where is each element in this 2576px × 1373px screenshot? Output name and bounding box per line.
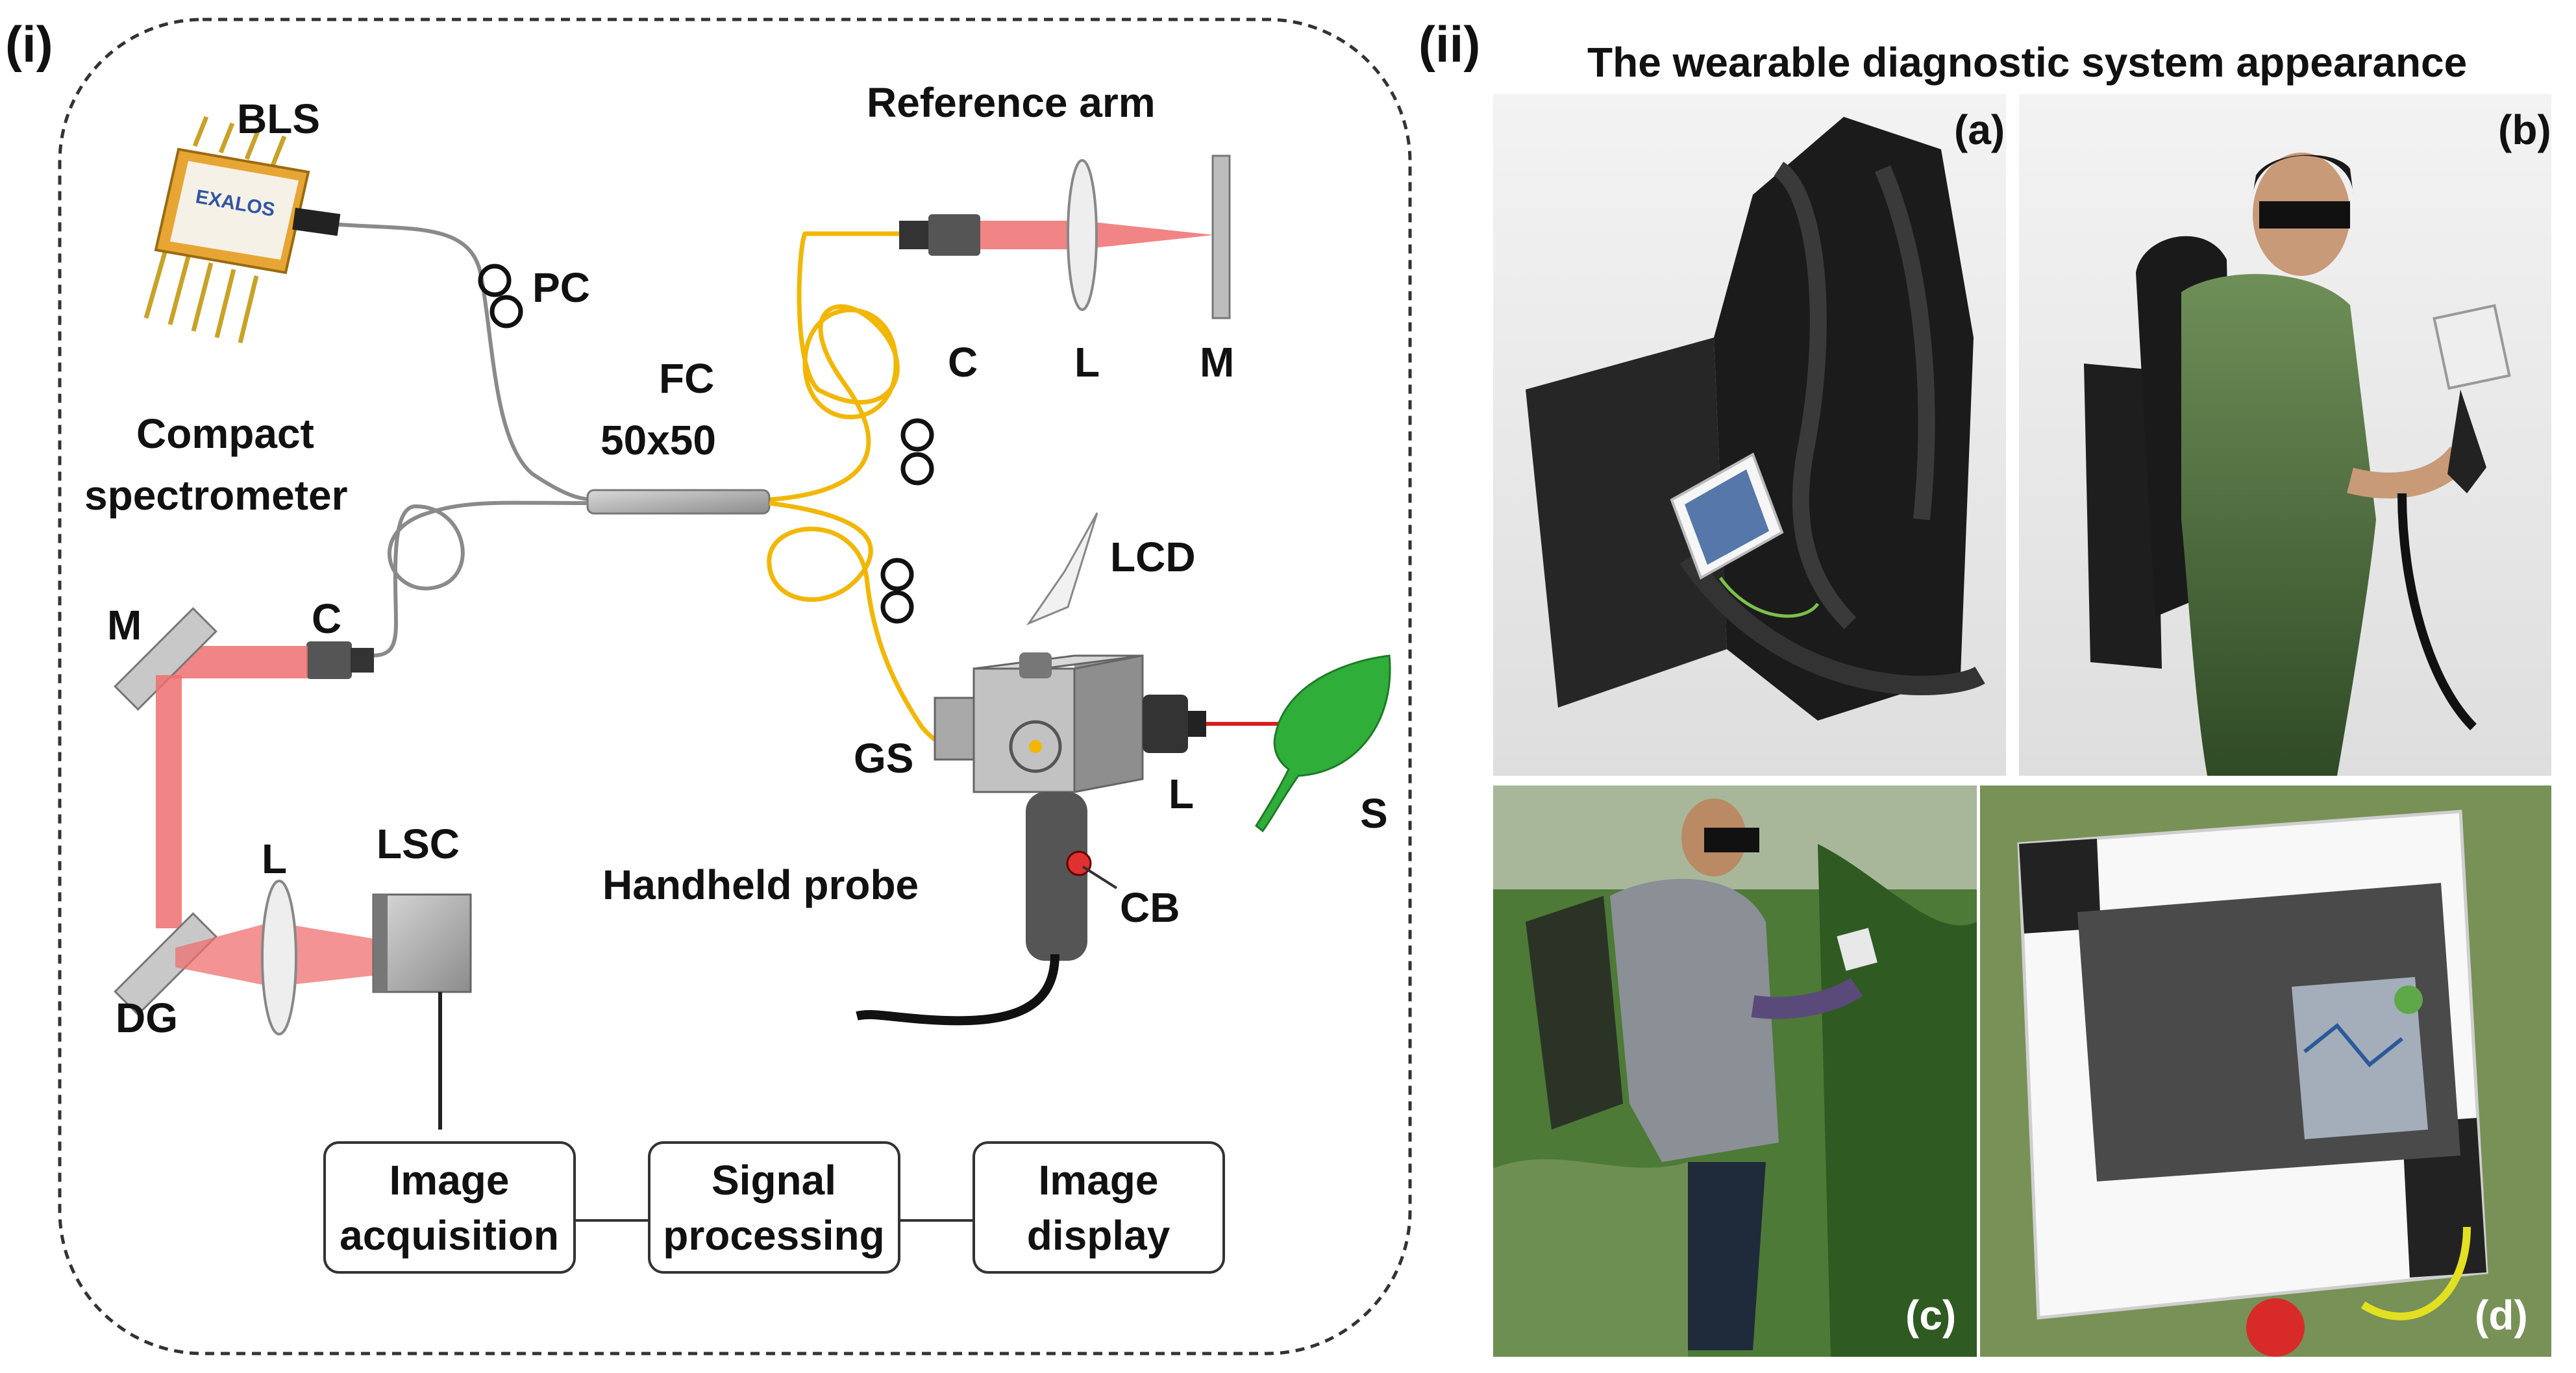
photo-a-label: (a) bbox=[1954, 106, 2005, 153]
compact-label-1: Compact bbox=[136, 410, 314, 457]
panel-i-tag: (i) bbox=[5, 16, 53, 73]
bls-fiber bbox=[304, 219, 604, 502]
ref-lens bbox=[1067, 159, 1098, 311]
sample-pc bbox=[880, 558, 914, 624]
sample-fiber bbox=[767, 501, 1039, 758]
lcd-label: LCD bbox=[1110, 534, 1196, 580]
line-scan-camera bbox=[372, 893, 472, 993]
pipeline-box-1 bbox=[323, 1141, 576, 1274]
bls-chip: EXALOS bbox=[143, 116, 310, 343]
handheld-probe-label: Handheld probe bbox=[602, 861, 919, 908]
handheld-probe bbox=[856, 512, 1206, 1026]
face-redaction-c bbox=[1704, 828, 1759, 852]
spec-collimator bbox=[306, 641, 374, 679]
spec-l-label: L bbox=[262, 835, 287, 882]
photo-d: (d) bbox=[1980, 785, 2551, 1357]
pipeline-1-line1: Image bbox=[390, 1157, 510, 1204]
face-redaction-b bbox=[2259, 201, 2350, 229]
pipeline-1-line2: acquisition bbox=[340, 1212, 559, 1259]
panel-ii: (ii) The wearable diagnostic system appe… bbox=[1418, 16, 2551, 1357]
spec-m-label: M bbox=[107, 602, 142, 649]
sample-leaf bbox=[1255, 654, 1391, 833]
dg-label: DG bbox=[116, 995, 178, 1041]
pipeline-3-line2: display bbox=[1027, 1212, 1170, 1259]
panel-i-frame bbox=[58, 18, 1412, 1355]
pipeline-2-line1: Signal bbox=[712, 1157, 836, 1204]
photo-a: (a) bbox=[1493, 94, 2006, 776]
ref-m-label: M bbox=[1200, 339, 1234, 386]
spec-mirror bbox=[114, 607, 217, 711]
spec-beam-2 bbox=[156, 675, 182, 928]
panel-ii-tag: (ii) bbox=[1418, 16, 1480, 73]
pipeline-box-2 bbox=[648, 1141, 900, 1274]
spectrometer-fiber bbox=[369, 501, 588, 658]
panel-ii-title: The wearable diagnostic system appearanc… bbox=[1587, 39, 2467, 86]
ref-c-label: C bbox=[948, 339, 978, 386]
polarization-controller bbox=[478, 264, 523, 328]
control-button bbox=[1066, 850, 1092, 876]
ref-l-label: L bbox=[1074, 339, 1100, 386]
processing-pipeline: Image acquisition Signal processing Imag… bbox=[323, 1141, 1225, 1274]
photo-c: (c) bbox=[1493, 785, 1977, 1357]
ref-mirror bbox=[1211, 155, 1231, 319]
reference-fiber bbox=[765, 231, 902, 502]
pipeline-3-line1: Image bbox=[1039, 1157, 1159, 1204]
fc-ratio-label: 50x50 bbox=[601, 417, 716, 464]
probe-l-label: L bbox=[1169, 771, 1194, 817]
spec-c-label: C bbox=[312, 595, 341, 642]
gs-label: GS bbox=[854, 735, 913, 782]
bls-label: BLS bbox=[237, 95, 320, 142]
ref-pc bbox=[900, 418, 934, 486]
pipeline-2-line2: processing bbox=[663, 1212, 884, 1259]
compact-label-2: spectrometer bbox=[84, 472, 348, 519]
diffraction-grating bbox=[114, 912, 217, 1016]
panel-i: (i) EXALOS BLS PC Reference arm bbox=[5, 16, 1412, 1355]
pipeline-box-3 bbox=[972, 1141, 1225, 1274]
photo-d-red-button bbox=[2246, 1298, 2305, 1357]
cb-leader bbox=[1082, 865, 1118, 889]
ref-collimator bbox=[899, 214, 980, 256]
fiber-coupler bbox=[586, 489, 771, 515]
lcd-screen bbox=[1026, 512, 1098, 626]
pc-label: PC bbox=[532, 264, 590, 311]
lsc-label: LSC bbox=[377, 821, 460, 867]
photo-c-label: (c) bbox=[1905, 1292, 1956, 1339]
s-label: S bbox=[1360, 790, 1388, 837]
photo-b: (b) bbox=[2019, 94, 2551, 776]
photo-b-label: (b) bbox=[2498, 106, 2551, 153]
reference-arm-label: Reference arm bbox=[867, 79, 1156, 126]
spec-lens bbox=[261, 880, 297, 1035]
fc-label: FC bbox=[659, 355, 714, 402]
cb-label: CB bbox=[1120, 884, 1180, 931]
photo-d-label: (d) bbox=[2475, 1292, 2528, 1339]
